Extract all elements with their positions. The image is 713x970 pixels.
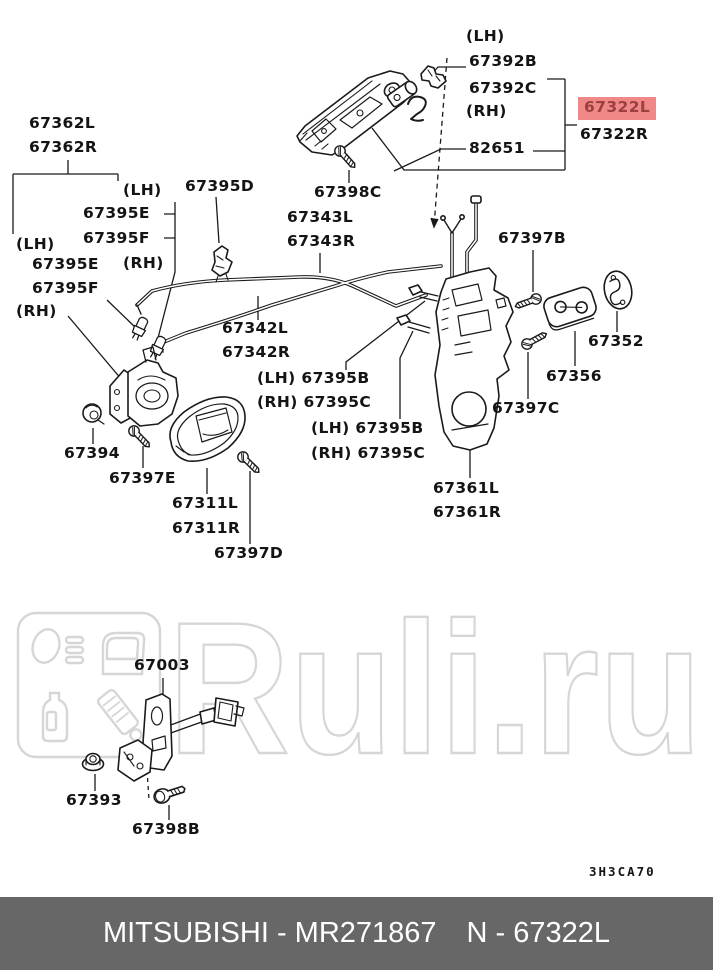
part-label: 67361L <box>433 479 500 497</box>
part-label: (LH) 67395B <box>257 369 370 387</box>
screw-67397d <box>234 448 264 477</box>
screw-67397c <box>519 328 550 352</box>
part-label: (LH) <box>16 235 55 253</box>
part-label: 67311R <box>172 519 241 537</box>
nut-67393-drawing <box>81 752 105 772</box>
part-label: 67361R <box>433 503 502 521</box>
footer-brand-part: MITSUBISHI - MR271867 <box>102 917 437 949</box>
part-label: 67394 <box>64 444 120 462</box>
rod-clips-latch-drawing <box>396 284 439 334</box>
part-label: 67343L <box>287 208 354 226</box>
part-label: 67395E <box>83 204 150 222</box>
part-label: 67362L <box>29 114 96 132</box>
footer-bar: MITSUBISHI - MR271867 N - 67322L <box>0 897 713 970</box>
part-label: 67395F <box>32 279 99 297</box>
part-label: (LH) 67395B <box>311 419 424 437</box>
part-label: 67395D <box>185 177 255 195</box>
part-label: (RH) 67395C <box>257 393 372 411</box>
footer-part-ref: N - 67322L <box>466 917 611 949</box>
part-label: 67311L <box>172 494 239 512</box>
part-label: 67342R <box>222 343 291 361</box>
part-label: 67398B <box>132 820 201 838</box>
latch-assembly-drawing <box>434 267 514 451</box>
screw-67397b <box>512 291 544 313</box>
part-label: (RH) <box>123 254 164 272</box>
part-label: 67398C <box>314 183 382 201</box>
part-label: 67392C <box>469 79 537 97</box>
part-label: 67397D <box>214 544 284 562</box>
part-label: 67397B <box>498 229 567 247</box>
part-label: (LH) <box>123 181 162 199</box>
part-label: 67397C <box>492 399 560 417</box>
screw-67397e <box>125 422 154 452</box>
clip-67392-drawing <box>420 65 447 89</box>
washer-67352-drawing <box>603 270 633 310</box>
grommet-67394-drawing <box>82 403 105 425</box>
part-label: 67393 <box>66 791 122 809</box>
gasket-82651-drawing <box>407 95 427 122</box>
inside-handle-drawing <box>109 346 179 427</box>
part-label: 67362R <box>29 138 98 156</box>
part-label: (RH) <box>16 302 57 320</box>
watermark-logo <box>16 611 162 759</box>
part-label: 67322R <box>580 125 649 143</box>
part-label: 67352 <box>588 332 644 350</box>
lock-rods-drawing <box>135 195 482 353</box>
part-label: 67395F <box>83 229 150 247</box>
striker-67356-drawing <box>543 286 597 331</box>
rod-clip-67395d-drawing <box>211 245 233 283</box>
diagram-code: 3H3CA70 <box>589 864 656 879</box>
part-label: 67342L <box>222 319 289 337</box>
screw-67398c <box>331 142 360 172</box>
key-cylinder-drawing <box>386 80 418 108</box>
part-label-highlighted: 67322L <box>578 97 657 120</box>
part-label: 67356 <box>546 367 602 385</box>
part-label: 67395E <box>32 255 99 273</box>
part-label: (RH) <box>466 102 507 120</box>
bezel-67311-drawing <box>169 396 246 463</box>
door-check-67003-drawing <box>117 693 245 782</box>
part-label: 67343R <box>287 232 356 250</box>
outside-handle-drawing <box>296 70 412 156</box>
part-label: (RH) 67395C <box>311 444 426 462</box>
part-label: 67003 <box>134 656 190 674</box>
bolt-67398b-drawing <box>153 785 186 804</box>
part-label: (LH) <box>466 27 505 45</box>
part-label: 67392B <box>469 52 538 70</box>
leader-lines <box>12 57 618 820</box>
part-label: 82651 <box>469 139 525 157</box>
watermark-text: Ruli.ru <box>168 583 702 793</box>
part-label: 67397E <box>109 469 176 487</box>
